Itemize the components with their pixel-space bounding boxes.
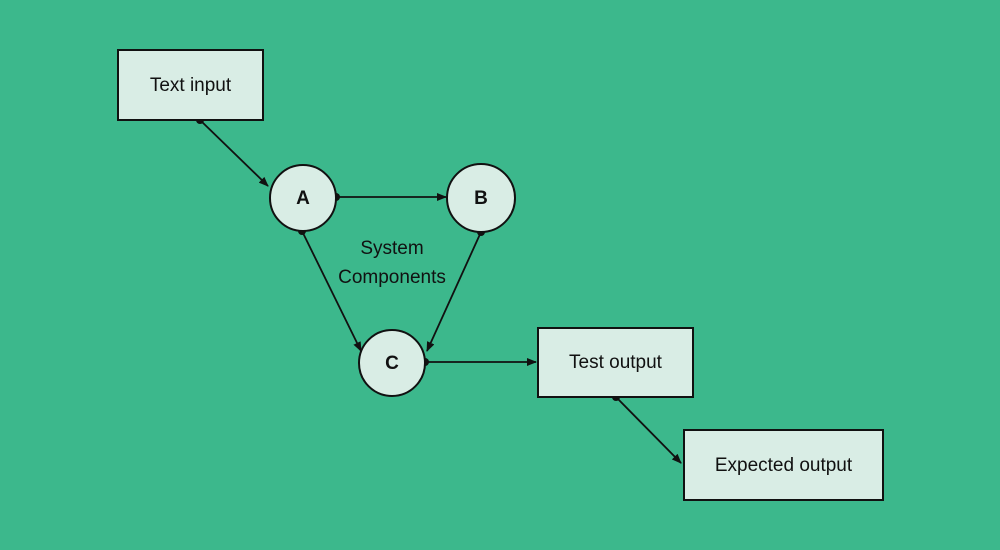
node-expected-output[interactable]: Expected output: [683, 429, 884, 501]
group-label-line2: Components: [338, 267, 446, 288]
node-circle-shape: [358, 329, 426, 397]
edge-a-to-b[interactable]: [332, 193, 447, 201]
node-label: Expected output: [715, 455, 853, 476]
edges-layer: [196, 116, 682, 464]
node-b[interactable]: B: [446, 163, 516, 233]
edge-line: [301, 230, 362, 352]
node-test-output[interactable]: Test output: [537, 327, 694, 398]
group-label-line1: System: [360, 238, 423, 259]
node-a[interactable]: A: [269, 164, 337, 232]
node-text-input[interactable]: Text input: [117, 49, 264, 121]
node-c[interactable]: C: [358, 329, 426, 397]
node-label: C: [385, 353, 399, 374]
node-label: Test output: [569, 352, 663, 373]
node-circle-shape: [446, 163, 516, 233]
node-circle-shape: [269, 164, 337, 232]
node-label: Text input: [150, 75, 232, 96]
edge-test-output-to-expected-output[interactable]: [612, 393, 682, 464]
edge-a-to-c[interactable]: [298, 227, 362, 352]
node-label: A: [296, 188, 310, 209]
group-label-system-components: System Components: [338, 238, 446, 288]
edge-c-to-test-output[interactable]: [421, 358, 537, 366]
node-box-shape: [117, 49, 264, 121]
edge-text-input-to-a[interactable]: [196, 116, 269, 187]
edge-b-to-c[interactable]: [426, 228, 485, 352]
node-box-shape: [537, 327, 694, 398]
edge-line: [199, 119, 269, 187]
node-box-shape: [683, 429, 884, 501]
node-label: B: [474, 188, 488, 209]
edge-line: [615, 396, 682, 464]
edge-line: [426, 231, 482, 352]
